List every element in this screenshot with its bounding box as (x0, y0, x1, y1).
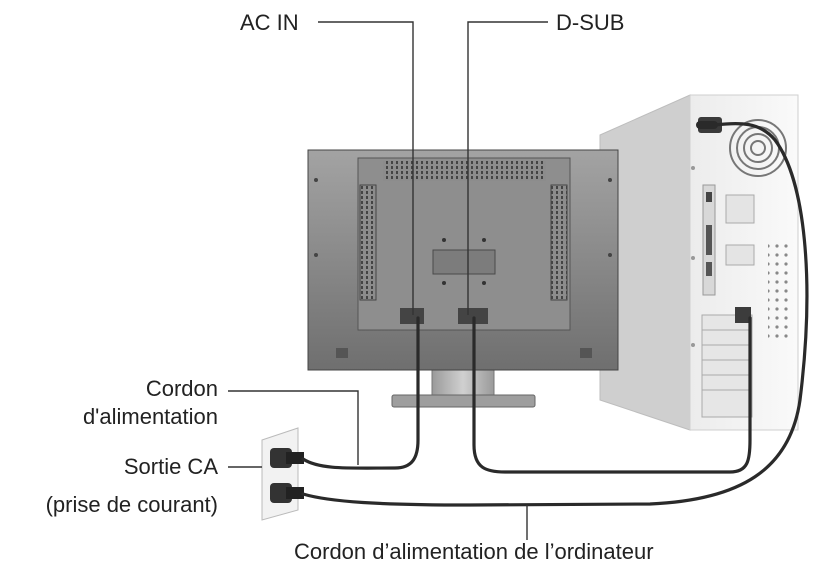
vesa-mount-plate (433, 250, 495, 274)
computer-tower (600, 95, 798, 430)
ac-outlet-label-line2: (prise de courant) (46, 494, 218, 516)
wall-outlet (262, 428, 304, 520)
monitor-rear (308, 150, 618, 407)
monitor-rear-panel (358, 158, 570, 330)
monitor-plug-icon (286, 452, 304, 464)
ac-in-port-icon (400, 308, 424, 324)
dsub-label: D-SUB (556, 12, 624, 34)
ac-in-label: AC IN (240, 12, 299, 34)
io-panel-slot (726, 195, 754, 223)
ac-outlet-label-line1: Sortie CA (124, 456, 218, 478)
top-vent (383, 161, 546, 181)
tower-vent-holes (768, 240, 792, 340)
outlet-plate (262, 428, 298, 520)
computer-power-cord-label: Cordon d’alimentation de l’ordinateur (294, 541, 654, 563)
monitor-stand-base (392, 395, 535, 407)
right-vent (551, 185, 567, 300)
left-vent (360, 185, 376, 300)
computer-plug-icon (286, 487, 304, 499)
power-cord-label-line1: Cordon (146, 378, 218, 400)
power-cord-label-line2: d'alimentation (83, 406, 218, 428)
